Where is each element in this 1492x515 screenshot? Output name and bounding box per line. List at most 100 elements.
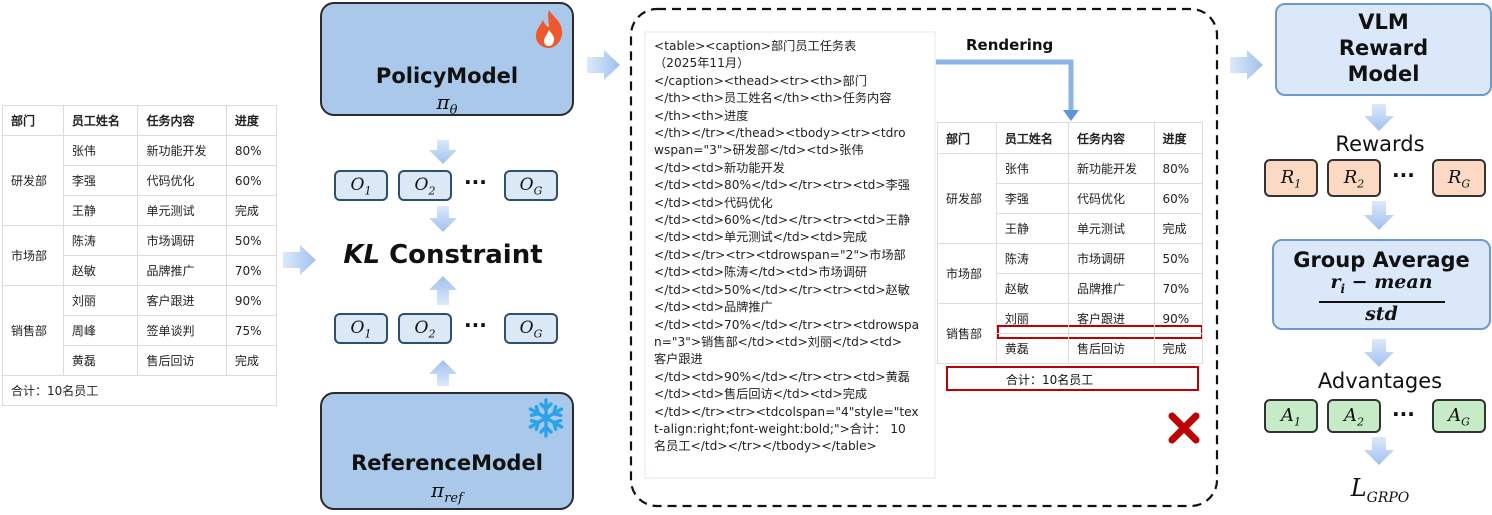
arrow-table-to-models <box>283 245 316 275</box>
output-box-2: O2 <box>398 170 452 201</box>
cell: 王静 <box>62 195 139 226</box>
group-average-box: Group Average ri − mean std <box>1272 239 1491 330</box>
reward-box-1: R1 <box>1264 159 1318 197</box>
table-row: 销售部 刘丽 客户跟进 90% <box>2 285 278 376</box>
dept-cell: 市场部 <box>937 243 997 304</box>
cell: 完成 <box>225 195 278 226</box>
output-box-1: O1 <box>334 313 388 344</box>
code-line: wspan="3">研发部</td><td>张伟 <box>654 143 864 158</box>
reference-model-symbol: πref <box>322 478 572 506</box>
fire-icon <box>535 10 563 48</box>
output-dots: ··· <box>464 170 487 194</box>
cell: 80% <box>225 135 278 166</box>
code-line: </td><td>陈涛</td><td>市场调研 <box>654 265 868 280</box>
policy-model-name: PolicyModel <box>375 64 519 88</box>
cell: 50% <box>225 225 278 256</box>
code-line: 客户跟进 <box>654 352 703 367</box>
table-row: 销售部 刘丽 客户跟进 90% <box>937 303 1203 364</box>
snowflake-icon <box>528 398 564 438</box>
cell: 刘丽 <box>62 285 139 316</box>
advantage-dots: ··· <box>1392 402 1415 426</box>
arrow-rewards-to-group <box>1364 201 1394 230</box>
source-table: 部门 员工姓名 任务内容 进度 研发部 张伟 新功能开发 80% 李强 代码优化… <box>2 105 278 406</box>
numerator-rest: − mean <box>1345 271 1433 293</box>
table-row: 赵敏 品牌推广 70% <box>938 273 1203 304</box>
reward-model-line: Model <box>1347 62 1420 86</box>
code-line: </td><td>单元测试</td><td>完成 <box>654 230 868 245</box>
code-line: n="3">销售部</td><td>刘丽</td><td> <box>654 334 903 349</box>
dept-cell: 销售部 <box>937 303 997 364</box>
code-line: </td></tr><tr><tdrowspan="2">市场部 <box>654 247 906 262</box>
code-line: </th><th>员工姓名</th><th>任务内容 <box>654 91 892 106</box>
symbol-base: π <box>436 90 450 114</box>
header-dept: 部门 <box>2 105 64 136</box>
rendering-arrow-head <box>1063 110 1079 121</box>
cell: 60% <box>225 165 278 196</box>
group-average-numerator: ri − mean <box>1274 272 1489 299</box>
group-average-denominator: std <box>1365 302 1398 325</box>
numerator-var: r <box>1330 271 1341 293</box>
table-row: 黄磊 售后回访 完成 <box>938 333 1203 364</box>
cell: 新功能开发 <box>1068 153 1155 184</box>
cell: 80% <box>1153 153 1203 184</box>
reward-model-line: Reward <box>1338 36 1429 60</box>
code-line: </td><td>60%</td></tr><tr><td>王静 <box>654 213 910 228</box>
header-progress: 进度 <box>225 105 278 136</box>
arrow-advantages-to-loss <box>1364 437 1394 465</box>
cell: 售后回访 <box>1068 333 1155 364</box>
code-line: </td><td>品牌推广 <box>654 300 773 315</box>
code-line: </td><td>代码优化 <box>654 195 773 210</box>
code-line: </td><td>新功能开发 <box>654 160 785 175</box>
header-name: 员工姓名 <box>995 122 1070 154</box>
cell: 客户跟进 <box>1068 303 1155 334</box>
reward-dots: ··· <box>1392 163 1415 187</box>
arrow-group-to-advantages <box>1364 339 1394 367</box>
cell: 李强 <box>62 165 139 196</box>
arrow-policy-to-outputs <box>429 140 457 164</box>
cell: 赵敏 <box>62 255 139 286</box>
output-dots: ··· <box>464 313 487 337</box>
code-line: </td><td>90%</td></tr><tr><td>黄磊 <box>654 369 910 384</box>
cell: 赵敏 <box>995 273 1070 304</box>
code-line: </td><td>50%</td></tr><tr><td>赵敏 <box>654 282 910 297</box>
cell: 60% <box>1153 183 1203 214</box>
output-box-g: OG <box>504 170 558 201</box>
symbol-sub: ref <box>444 491 463 506</box>
cell: 75% <box>225 315 278 346</box>
cell: 完成 <box>1153 333 1203 364</box>
group-average-title: Group Average <box>1293 248 1470 272</box>
code-line: </td></tr><tr><tdcolspan="4"style="tex <box>654 404 919 419</box>
policy-model-box: PolicyModel πθ <box>320 2 574 118</box>
reward-model-line: VLM <box>1358 10 1409 34</box>
cell: 90% <box>1153 303 1203 334</box>
arrow-outputs-to-kl <box>429 206 457 232</box>
symbol-sub: θ <box>449 103 458 118</box>
reference-model-name: ReferenceModel <box>351 451 543 475</box>
code-line: </th></tr></thead><tbody><tr><tdro <box>654 126 906 141</box>
code-line: 名员工</td></tr></tbody></table> <box>654 439 877 454</box>
output-box-2: O2 <box>398 313 452 344</box>
symbol-base: π <box>431 478 445 502</box>
reward-box-g: RG <box>1432 159 1486 197</box>
advantage-box-2: A2 <box>1327 399 1381 433</box>
code-line: <table><caption>部门员工任务表 <box>654 39 857 53</box>
loss-base: L <box>1350 474 1367 502</box>
code-line: </td><td>售后回访</td><td>完成 <box>654 387 868 402</box>
dept-cell: 销售部 <box>2 285 64 376</box>
code-line: （2025年11月） <box>654 56 750 71</box>
table-row: 王静 单元测试 完成 <box>3 195 278 226</box>
policy-model-symbol: πθ <box>322 90 572 118</box>
numerator-sub: i <box>1340 281 1346 296</box>
cell: 签单谈判 <box>137 315 227 346</box>
code-line: </td><td>70%</td></tr><tr><tdrowspa <box>654 317 920 332</box>
reward-box-2: R2 <box>1327 159 1381 197</box>
output-box-1: O1 <box>334 170 388 201</box>
loss-label: LGRPO <box>1330 474 1430 506</box>
advantage-box-g: AG <box>1432 399 1486 433</box>
cell: 王静 <box>995 213 1070 244</box>
table-row: 王静 单元测试 完成 <box>938 213 1203 244</box>
cell: 代码优化 <box>137 165 227 196</box>
cell: 70% <box>1153 273 1203 304</box>
table-row: 李强 代码优化 60% <box>938 183 1203 214</box>
header-dept: 部门 <box>937 122 997 154</box>
